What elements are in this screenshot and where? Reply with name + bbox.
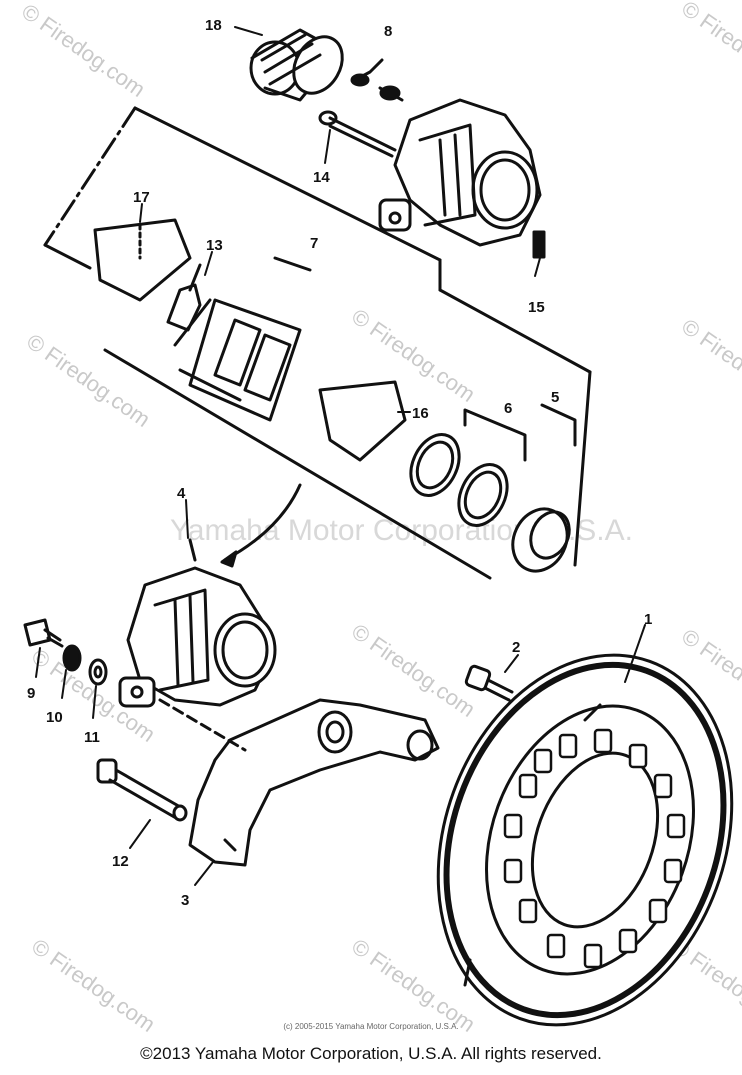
callout-16: 16 (412, 405, 429, 422)
callout-4: 4 (177, 485, 186, 502)
caliper-bracket-part-3 (158, 698, 440, 867)
watermark-top-right: © Firedog.com (677, 0, 742, 99)
callout-17: 17 (133, 189, 150, 206)
callout-11: 11 (84, 729, 100, 746)
washer-part-11 (88, 658, 108, 686)
callout-1: 1 (644, 611, 652, 628)
bleed-screw-part-8 (350, 58, 404, 102)
assembly-arrow (220, 483, 302, 568)
callout-14: 14 (313, 169, 330, 186)
callout-18: 18 (205, 17, 222, 34)
callout-2: 2 (512, 639, 520, 656)
shim-part-17 (93, 218, 192, 302)
washer-part-10 (62, 644, 82, 672)
callout-9: 9 (27, 685, 35, 702)
pin-part-12 (96, 758, 188, 822)
caliper-body-lower (118, 538, 277, 708)
piston-part-18 (249, 28, 344, 102)
bolt-part-9 (23, 618, 64, 648)
callout-labels: 1 2 3 4 5 6 7 8 9 10 11 12 13 14 15 16 1… (27, 17, 652, 909)
brake-disc-part-1 (436, 653, 734, 1027)
seals-part-6 (409, 408, 527, 527)
callout-6: 6 (504, 400, 512, 417)
pin-part-14 (318, 110, 397, 158)
callout-3: 3 (181, 892, 189, 909)
piston-part-5 (511, 403, 577, 573)
watermark-left: © Firedog.com (22, 329, 155, 432)
copyright-footer: ©2013 Yamaha Motor Corporation, U.S.A. A… (140, 1044, 602, 1063)
leader-lines (35, 26, 646, 886)
small-copyright: (c) 2005-2015 Yamaha Motor Corporation, … (283, 1022, 459, 1031)
bolt-part-2 (464, 664, 514, 702)
callout-8: 8 (384, 23, 392, 40)
bolt-part-15 (532, 230, 546, 259)
clip-part-13 (166, 263, 202, 332)
caliper-body-upper (378, 98, 542, 247)
brake-pads-part-7 (173, 256, 312, 422)
shim-part-16 (318, 380, 407, 462)
watermark-top-left: © Firedog.com (17, 0, 150, 102)
watermark-right: © Firedog.com (677, 314, 742, 417)
callout-7: 7 (310, 235, 318, 252)
callout-13: 13 (206, 237, 223, 254)
callout-15: 15 (528, 299, 545, 316)
callout-10: 10 (46, 709, 63, 726)
upper-assembly-outline (43, 106, 592, 580)
callout-5: 5 (551, 389, 559, 406)
callout-12: 12 (112, 853, 129, 870)
